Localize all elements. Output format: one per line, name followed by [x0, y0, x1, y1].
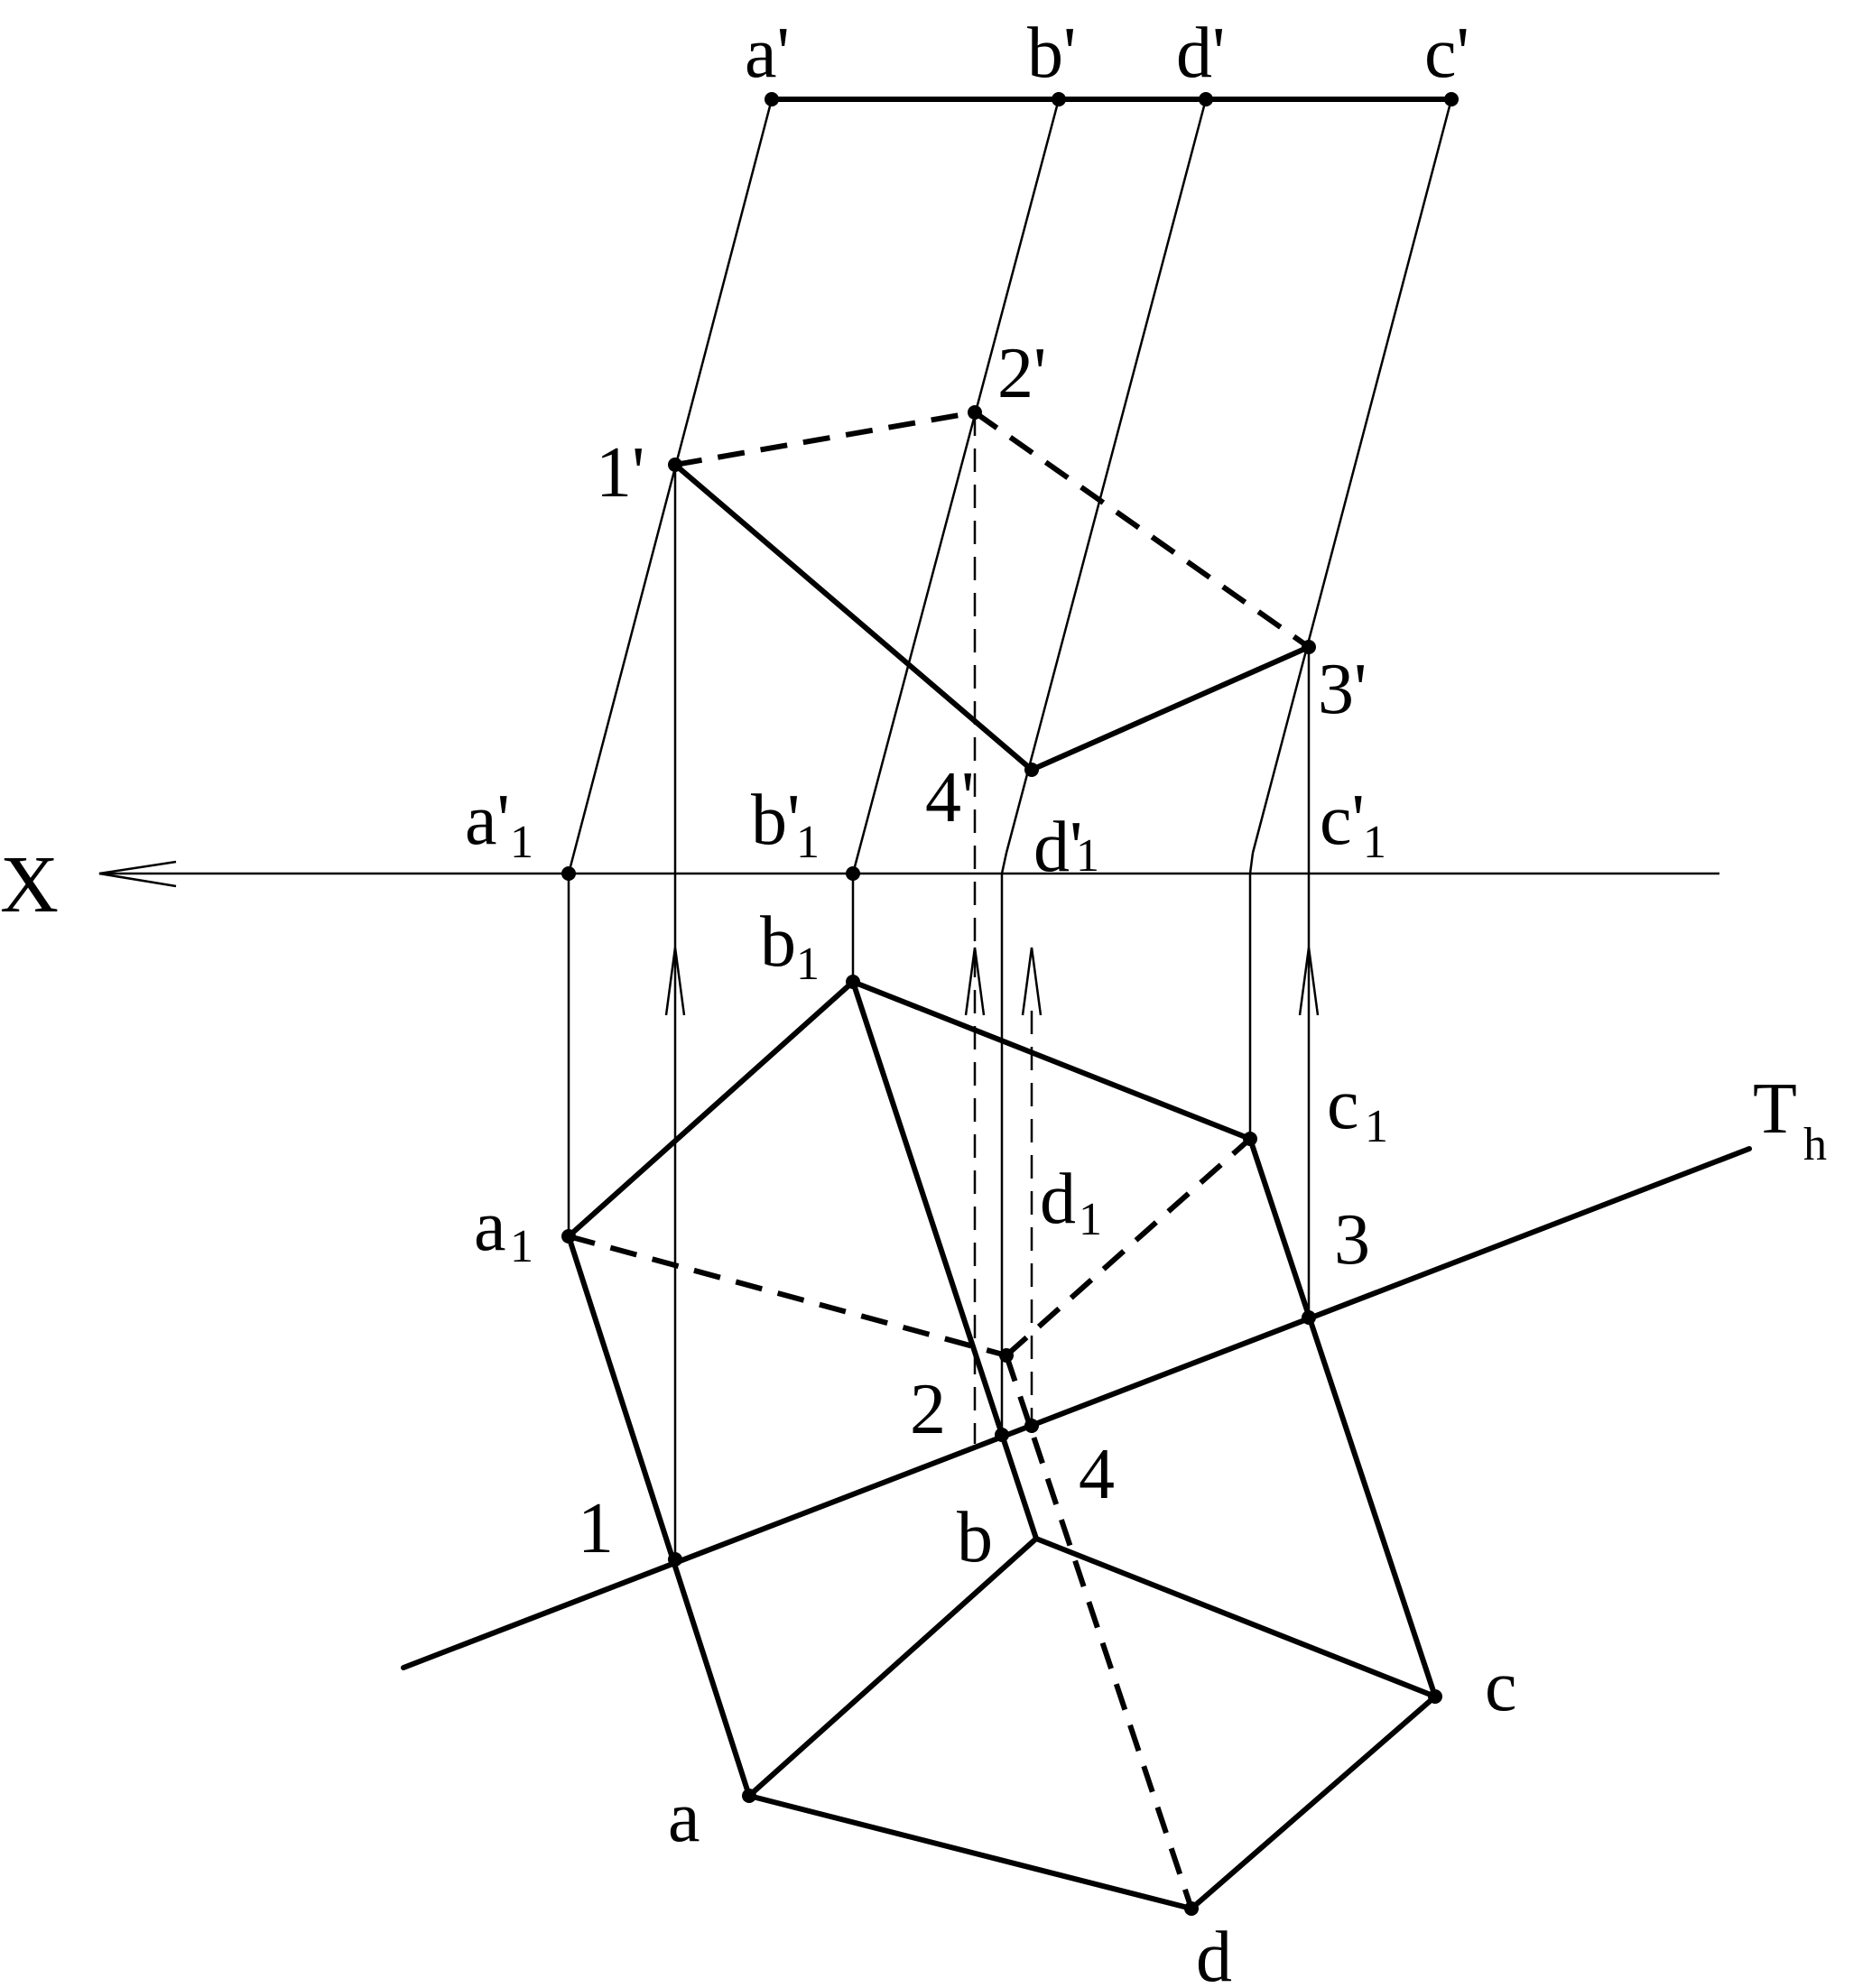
label-d1-subscript: 1	[1079, 1194, 1102, 1245]
lower-figure	[566, 979, 1438, 1911]
label-d: d	[1196, 1918, 1232, 1988]
label-axis-x: X	[0, 840, 59, 929]
label-point-4-prime: 4'	[925, 758, 974, 837]
label-d1-prime: d'	[1033, 808, 1082, 887]
label-d1-prime-subscript: 1	[1076, 830, 1099, 882]
label-a: a	[668, 1778, 700, 1857]
label-c1-subscript: 1	[1365, 1101, 1388, 1152]
axis-x	[98, 860, 1719, 888]
projection-connectors	[567, 412, 1311, 1559]
label-point-3-prime: 3'	[1318, 650, 1367, 729]
direction-arrows	[664, 947, 1320, 1016]
label-point-3: 3	[1334, 1200, 1370, 1280]
label-c1-prime-subscript: 1	[1363, 817, 1386, 868]
label-point-2: 2	[910, 1370, 946, 1449]
label-a1-prime-subscript: 1	[510, 817, 533, 868]
label-trace-t: T	[1753, 1069, 1797, 1149]
label-c-prime: c'	[1424, 14, 1469, 93]
label-a-prime: a'	[745, 14, 790, 93]
label-b1-prime-subscript: 1	[796, 817, 820, 868]
label-b1-subscript: 1	[796, 939, 820, 990]
section-frontal-projection	[672, 410, 1311, 772]
trace-line-th	[401, 1146, 1752, 1670]
label-b1: b	[760, 902, 796, 982]
label-d-prime: d'	[1176, 14, 1225, 93]
label-d1: d	[1040, 1160, 1076, 1239]
label-a1-prime: a'	[465, 781, 510, 860]
label-b-prime: b'	[1027, 14, 1076, 93]
label-point-4: 4	[1079, 1435, 1115, 1514]
label-point-2-prime: 2'	[997, 334, 1046, 413]
construction-lines-upper	[567, 98, 1453, 874]
label-trace-h-subscript: h	[1803, 1119, 1827, 1170]
label-point-1-prime: 1'	[596, 433, 644, 513]
label-b1-prime: b'	[751, 781, 800, 860]
label-a1-subscript: 1	[510, 1221, 533, 1272]
points	[561, 92, 1459, 1916]
label-c: c	[1485, 1647, 1517, 1726]
label-point-1: 1	[578, 1489, 614, 1568]
label-c1: c	[1327, 1065, 1359, 1144]
label-c1-prime: c'	[1320, 781, 1365, 860]
label-a1: a	[474, 1187, 506, 1266]
label-b: b	[957, 1498, 993, 1577]
